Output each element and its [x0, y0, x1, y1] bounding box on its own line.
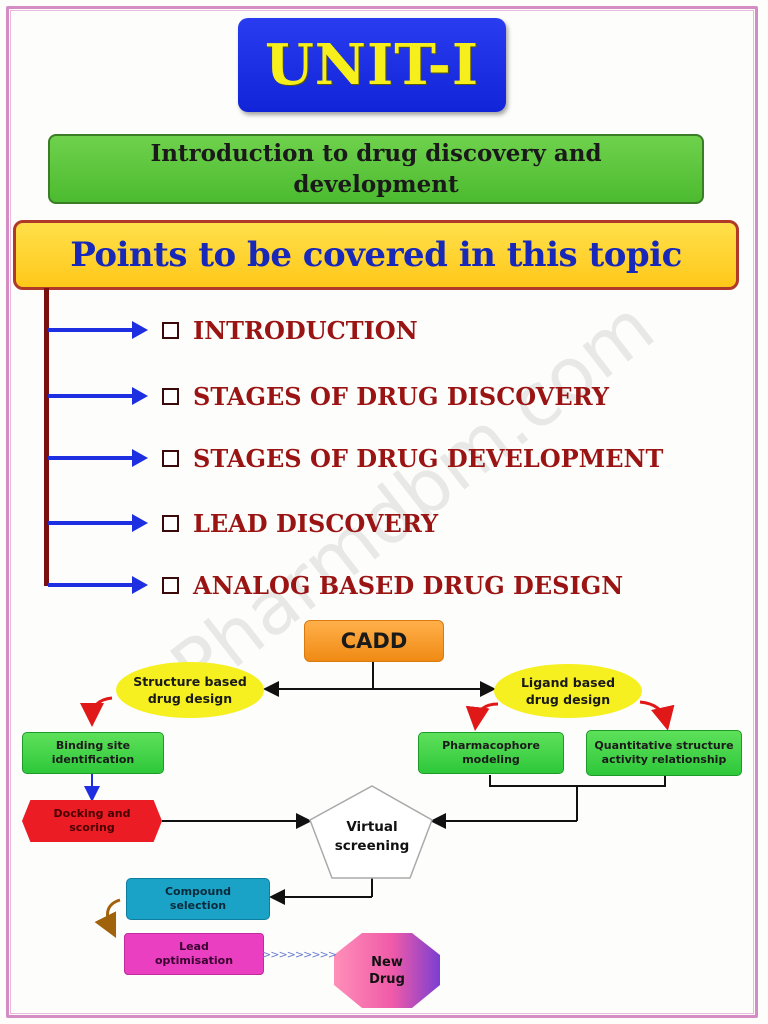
topic-item: LEAD DISCOVERY: [48, 508, 438, 538]
cadd-node: CADD: [304, 620, 444, 662]
virtual-screening-label: Virtual screening: [334, 819, 410, 854]
curve-arrow-compound-lead: [94, 898, 121, 939]
checkbox-icon: [162, 449, 179, 467]
arrow-head-icon: [132, 514, 148, 532]
chevron-arrows-icon: >>>>>>>>>: [262, 947, 337, 961]
structure-based-label: Structure based drug design: [133, 674, 247, 706]
unit-banner: UNIT-I: [238, 18, 506, 112]
new-drug-shape: [334, 933, 440, 1008]
arrow-head-icon: [132, 449, 148, 467]
page-inner-border: [10, 10, 754, 1014]
checkbox-icon: [162, 576, 179, 594]
compound-selection-label: Compound selection: [164, 885, 232, 912]
points-title: Points to be covered in this topic: [70, 235, 682, 275]
new-drug-node: New Drug: [334, 933, 440, 1008]
arrow-right-icon: [48, 328, 132, 332]
topic-connector-line: [44, 288, 49, 586]
docking-node: Docking and scoring: [22, 800, 162, 842]
arrow-right-icon: [48, 456, 132, 460]
checkbox-icon: [162, 387, 179, 405]
subtitle-banner: Introduction to drug discovery and devel…: [48, 134, 704, 204]
compound-selection-node: Compound selection: [126, 878, 270, 920]
docking-label: Docking and scoring: [53, 807, 131, 834]
pharmacophore-label: Pharmacophore modeling: [442, 739, 540, 766]
pharmacophore-node: Pharmacophore modeling: [418, 732, 564, 774]
arrow-right-icon: [48, 521, 132, 525]
binding-site-label: Binding site identification: [51, 739, 135, 766]
topic-label: STAGES OF DRUG DEVELOPMENT: [193, 443, 664, 473]
unit-title: UNIT-I: [264, 32, 480, 98]
topic-label: INTRODUCTION: [193, 315, 418, 345]
arrow-head-icon: [132, 387, 148, 405]
arrow-right-icon: [48, 583, 132, 587]
curve-arrow-ligand-right: [639, 700, 675, 731]
topic-item: INTRODUCTION: [48, 315, 418, 345]
topic-label: STAGES OF DRUG DISCOVERY: [193, 381, 610, 411]
binding-site-node: Binding site identification: [22, 732, 164, 774]
topic-label: LEAD DISCOVERY: [193, 508, 439, 538]
topic-label: ANALOG BASED DRUG DESIGN: [193, 570, 624, 600]
curve-arrow-ligand-left: [465, 702, 499, 731]
ligand-based-label: Ligand based drug design: [520, 675, 616, 707]
arrow-right-icon: [48, 394, 132, 398]
lead-optimisation-label: Lead optimisation: [154, 940, 234, 967]
virtual-screening-shape: [309, 785, 433, 879]
arrow-head-icon: [132, 576, 148, 594]
page-border: [6, 6, 758, 1018]
structure-based-node: Structure based drug design: [116, 662, 264, 718]
qsar-node: Quantitative structure activity relation…: [586, 730, 742, 776]
topic-item: STAGES OF DRUG DISCOVERY: [48, 381, 609, 411]
connector-ligand-bracket: [489, 775, 666, 787]
curve-arrow-structure: [80, 696, 113, 727]
arrow-head-icon: [132, 321, 148, 339]
points-banner: Points to be covered in this topic: [13, 220, 739, 290]
topic-item: STAGES OF DRUG DEVELOPMENT: [48, 443, 663, 473]
lead-optimisation-node: Lead optimisation: [124, 933, 264, 975]
checkbox-icon: [162, 321, 179, 339]
qsar-label: Quantitative structure activity relation…: [594, 739, 734, 766]
topic-item: ANALOG BASED DRUG DESIGN: [48, 570, 623, 600]
checkbox-icon: [162, 514, 179, 532]
new-drug-label: New Drug: [369, 954, 405, 987]
virtual-screening-node: Virtual screening: [318, 812, 426, 862]
subtitle: Introduction to drug discovery and devel…: [150, 140, 602, 198]
ligand-based-node: Ligand based drug design: [494, 664, 642, 718]
